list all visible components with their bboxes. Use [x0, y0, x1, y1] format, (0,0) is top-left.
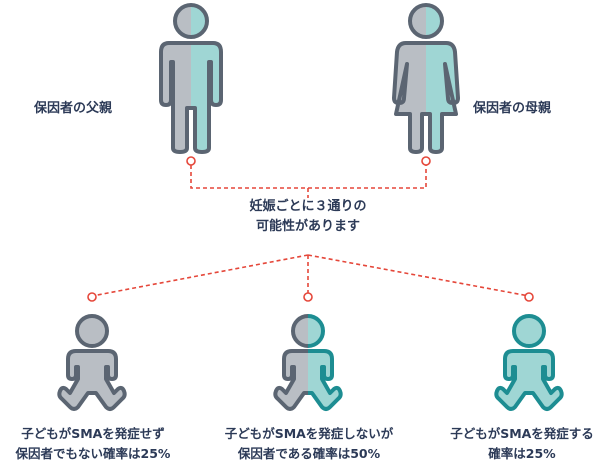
child-node-dot-right [524, 292, 534, 302]
male-person-icon [159, 3, 223, 154]
child-label-affected: 子どもがSMAを発症する 確率は25% [432, 424, 612, 464]
branch-line-right [307, 254, 530, 297]
father-label: 保因者の父親 [34, 101, 113, 116]
parents-connector-line [190, 165, 427, 189]
father-node-dot [186, 156, 196, 166]
baby-icon-affected [494, 314, 564, 411]
mother-label: 保因者の母親 [473, 101, 552, 116]
child-node-dot-middle [303, 292, 313, 302]
branch-line-left [91, 254, 309, 297]
child-node-dot-left [87, 292, 97, 302]
child-label-line2: 確率は25% [488, 446, 556, 461]
center-caption-line2: 可能性があります [255, 219, 360, 234]
female-person-icon [392, 3, 460, 154]
center-caption: 妊娠ごとに３通りの 可能性があります [208, 197, 408, 237]
baby-icon-unaffected [57, 314, 127, 411]
child-label-line1: 子どもがSMAを発症しないが [224, 426, 394, 441]
center-caption-line1: 妊娠ごとに３通りの [249, 199, 367, 214]
child-label-line1: 子どもがSMAを発症せず [21, 426, 165, 441]
baby-icon-carrier [273, 314, 343, 411]
mother-node-dot [421, 156, 431, 166]
child-label-line1: 子どもがSMAを発症する [450, 426, 594, 441]
child-label-line2: 保因者でもない確率は25% [15, 446, 171, 461]
child-label-line2: 保因者である確率は50% [237, 446, 381, 461]
child-label-carrier: 子どもがSMAを発症しないが 保因者である確率は50% [206, 424, 412, 464]
child-label-unaffected: 子どもがSMAを発症せず 保因者でもない確率は25% [0, 424, 186, 464]
